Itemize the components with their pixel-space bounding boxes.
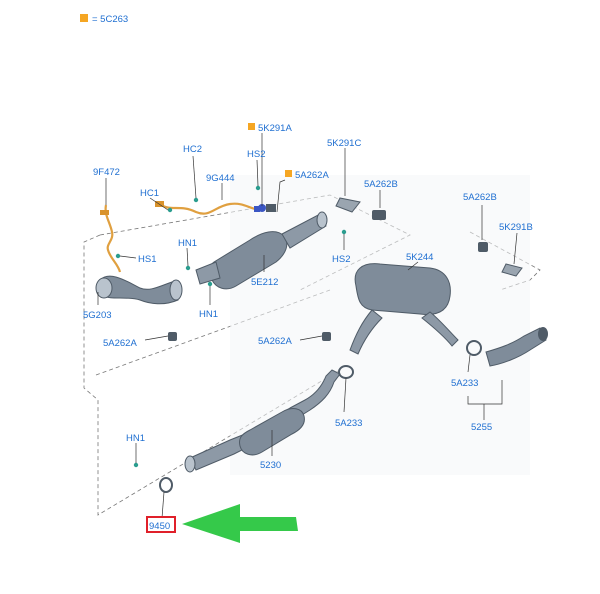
hanger-5a262b-mid: [372, 210, 386, 220]
hanger-5a262a-center: [322, 332, 331, 341]
marker-5a262a-top: [285, 170, 292, 177]
pipe-front-flange: [184, 455, 196, 473]
sensor-wire-9f472: [104, 204, 122, 273]
rear-muffler-5k244: [354, 263, 451, 315]
label-hn1-mid: HN1: [178, 238, 197, 249]
label-5g203: 5G203: [83, 310, 112, 321]
fastener-hs1: [115, 253, 121, 259]
fastener-hs2-top: [255, 185, 261, 191]
pointer-arrow: [182, 504, 298, 543]
legend-text: = 5C263: [92, 14, 128, 25]
label-hn1-bottom: HN1: [126, 433, 145, 444]
label-5a262b-mid: 5A262B: [364, 179, 398, 190]
fastener-hn1-bottom: [133, 462, 139, 468]
manifold-flange: [95, 277, 113, 299]
sensor-bracket-9g444: [266, 204, 276, 212]
sensor-wire-9g444: [159, 202, 263, 215]
label-5e212: 5E212: [251, 277, 278, 288]
highlight-box-9450: [146, 516, 176, 533]
label-hn1-low: HN1: [199, 309, 218, 320]
bracket-5k291b: [501, 263, 523, 277]
label-5230: 5230: [260, 460, 281, 471]
fastener-5k291a: [254, 206, 260, 212]
catalytic-converter-inlet: [281, 213, 327, 249]
label-5a262b-right: 5A262B: [463, 192, 497, 203]
gasket-9450: [159, 477, 173, 493]
label-5k291b: 5K291B: [499, 222, 533, 233]
label-5a262a-center: 5A262A: [258, 336, 292, 347]
fastener-hn1-low: [207, 281, 213, 287]
label-5k244: 5K244: [406, 252, 433, 263]
marker-5k291a: [248, 123, 255, 130]
fastener-hc1: [167, 207, 173, 213]
label-5k291c: 5K291C: [327, 138, 361, 149]
label-hc2: HC2: [183, 144, 202, 155]
hanger-5a262a-left: [168, 332, 177, 341]
cat-inlet-flange: [316, 211, 328, 229]
catalytic-converter-outlet: [195, 261, 221, 285]
sensor-connector-9f472: [100, 210, 109, 215]
bracket-5k291c: [335, 197, 361, 213]
muffler-inlet-pipe: [349, 309, 383, 355]
clamp-5a233-right: [466, 340, 482, 356]
leader-lines: [97, 133, 518, 519]
label-5a233-center: 5A233: [335, 418, 362, 429]
hanger-5a262b-right: [478, 242, 488, 252]
label-9450: 9450: [149, 521, 170, 532]
label-hc1: HC1: [140, 188, 159, 199]
fastener-hs2-mid: [341, 229, 347, 235]
label-5a233-right: 5A233: [451, 378, 478, 389]
label-5a262a-top: 5A262A: [295, 170, 329, 181]
muffler-tailpipe: [421, 311, 459, 347]
label-hs1: HS1: [138, 254, 156, 265]
label-hs2-top: HS2: [247, 149, 265, 160]
legend-marker: [80, 14, 88, 22]
tailpipe-end: [538, 327, 548, 341]
assembly-outline-right: [469, 231, 541, 291]
label-5255: 5255: [471, 422, 492, 433]
fastener-hn1-mid: [185, 265, 191, 271]
manifold-outlet-flange: [169, 279, 183, 301]
label-9f472: 9F472: [93, 167, 120, 178]
assembly-outline-left: [83, 234, 341, 516]
tail-pipe-5255: [485, 327, 547, 367]
label-5a262a-left: 5A262A: [103, 338, 137, 349]
label-9g444: 9G444: [206, 173, 235, 184]
label-5k291a: 5K291A: [258, 123, 292, 134]
label-hs2-mid: HS2: [332, 254, 350, 265]
fastener-hc2: [193, 197, 199, 203]
